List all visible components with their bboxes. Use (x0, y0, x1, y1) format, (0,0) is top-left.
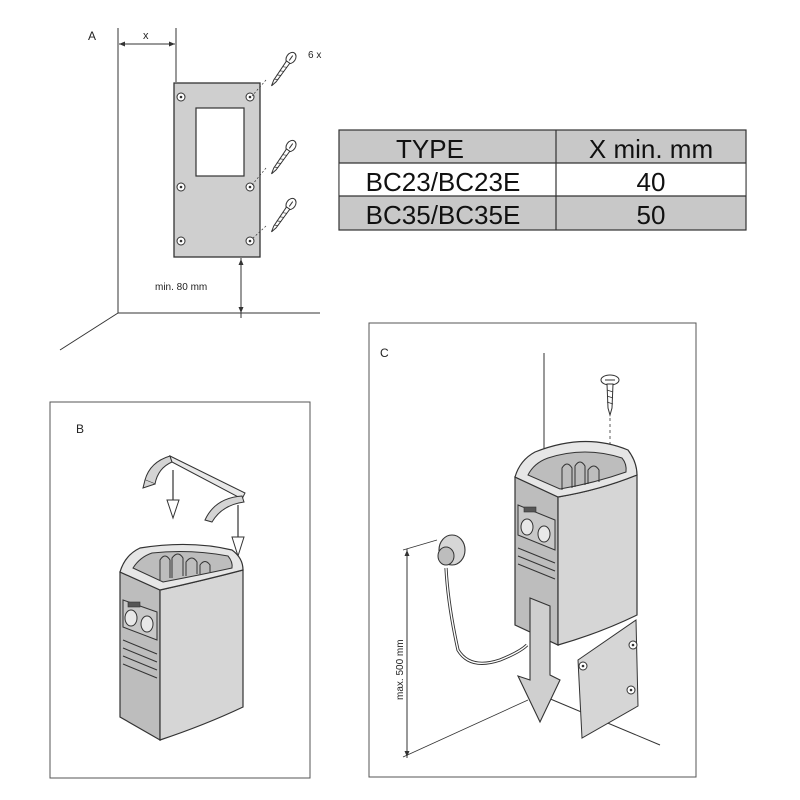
plate-screw-hole (245, 92, 255, 102)
heater-cover-piece (142, 455, 246, 523)
height-extension-line (402, 699, 529, 758)
height-extension-line (402, 539, 438, 551)
floor-diagonal-line (59, 312, 119, 351)
panel-c-letter: C (380, 346, 389, 360)
screw-icon (271, 139, 297, 175)
plate-screw-hole (176, 236, 186, 246)
down-arrow-icon (166, 470, 180, 520)
x-arrow-left (119, 41, 125, 47)
bracket-screw-hole (628, 640, 638, 650)
heater-body (514, 440, 638, 646)
panel-b: B (49, 401, 311, 779)
table-cell-xmin: 40 (637, 167, 666, 197)
down-arrow-icon (516, 597, 561, 724)
table-row-white (338, 162, 747, 197)
type-table: TYPE X min. mm BC23/BC23E 40 BC35/BC35E … (338, 129, 747, 231)
screw-icon (600, 374, 620, 456)
table-cell-xmin: 50 (637, 200, 666, 230)
min-floor-label: min. 80 mm (155, 282, 207, 293)
panel-c: C (368, 322, 697, 778)
floor-arrow-top (238, 259, 244, 265)
heater-body (119, 543, 244, 742)
screw-icon (271, 51, 297, 87)
max-height-label: max. 500 mm (395, 639, 406, 700)
bracket-screw-hole (578, 661, 588, 671)
panel-b-letter: B (76, 422, 84, 436)
x-label: x (143, 30, 149, 42)
table-cell-type: BC35/BC35E (366, 200, 521, 230)
sensor-cable-inner (445, 567, 528, 664)
screw-count-label: 6 x (308, 50, 321, 61)
floor-arrow-bottom (238, 307, 244, 313)
height-arrow-top (404, 550, 410, 556)
down-arrow-icon (231, 505, 245, 558)
wall-bracket (577, 619, 639, 739)
x-arrow-right (169, 41, 175, 47)
screw-guide-line (251, 79, 267, 97)
screw-guide-line (251, 225, 267, 240)
plate-screw-hole (176, 182, 186, 192)
table-cell-type: BC23/BC23E (366, 167, 521, 197)
table-header-xmin: X min. mm (589, 134, 713, 164)
table-header-type: TYPE (396, 134, 464, 164)
plate-screw-hole (176, 92, 186, 102)
bracket-screw-hole (626, 685, 636, 695)
screw-icon (271, 197, 297, 233)
panel-a-letter: A (88, 29, 96, 43)
temperature-sensor (437, 534, 466, 566)
panel-a: A x (59, 28, 321, 351)
height-arrow-bottom (404, 751, 410, 757)
plate-window (195, 107, 245, 177)
